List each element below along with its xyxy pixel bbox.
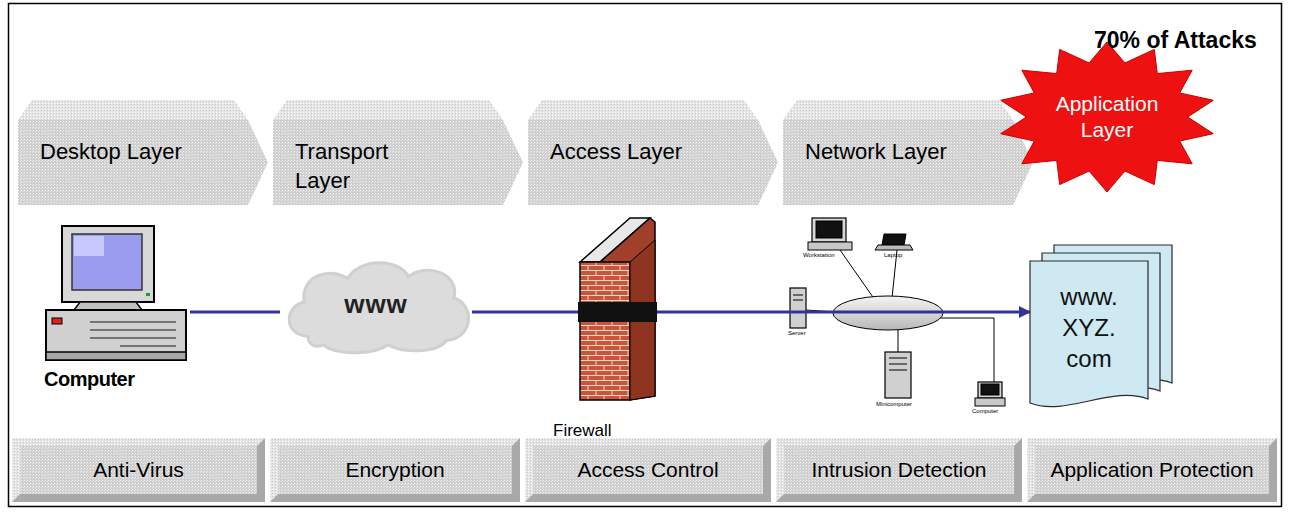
protection-box: Intrusion Detection bbox=[776, 438, 1022, 502]
internet-cloud: www bbox=[280, 255, 472, 353]
note-text: 70% of Attacks bbox=[1094, 27, 1257, 54]
computer-node: Computer bbox=[40, 225, 190, 395]
node-text: Access Layer bbox=[550, 138, 682, 167]
web-document: www. XYZ. com bbox=[1030, 245, 1180, 415]
node-text: Computer bbox=[44, 368, 134, 391]
node-text: Transport Layer bbox=[295, 138, 445, 195]
device-label: Minicomputer bbox=[876, 401, 912, 407]
firewall-wall bbox=[578, 218, 657, 400]
node-text: Access Control bbox=[577, 458, 718, 482]
node-text: Application Protection bbox=[1050, 458, 1253, 482]
flow-arrow bbox=[190, 311, 280, 314]
firewall-node: Firewall bbox=[578, 215, 657, 443]
protection-box: Access Control bbox=[525, 438, 771, 502]
device-label: Laptop bbox=[884, 252, 902, 258]
node-text: www bbox=[344, 289, 408, 320]
node-text: Encryption bbox=[345, 458, 444, 482]
device-label: Server bbox=[788, 330, 806, 336]
layer-tab: Transport Layer bbox=[273, 100, 523, 205]
node-text: Anti-Virus bbox=[93, 458, 184, 482]
layer-tab: Access Layer bbox=[528, 100, 778, 205]
layer-tab: Desktop Layer bbox=[18, 100, 268, 205]
protection-box: Anti-Virus bbox=[12, 438, 265, 502]
attack-starburst: Application Layer bbox=[998, 42, 1216, 192]
star-outline bbox=[998, 42, 1216, 192]
layer-tab: Network Layer bbox=[783, 100, 1033, 205]
device-label: Workstation bbox=[803, 252, 835, 258]
protection-box: Application Protection bbox=[1027, 438, 1277, 502]
flow-arrow bbox=[472, 311, 578, 314]
device-label: Computer bbox=[972, 408, 998, 414]
node-text: Application Layer bbox=[1042, 91, 1172, 144]
node-text: Network Layer bbox=[805, 138, 947, 167]
node-text: Intrusion Detection bbox=[811, 458, 986, 482]
flow-arrow bbox=[657, 311, 1030, 314]
computer-icon bbox=[46, 226, 186, 360]
node-text: Desktop Layer bbox=[40, 138, 182, 167]
node-text: www. XYZ. com bbox=[1049, 281, 1129, 375]
protection-box: Encryption bbox=[270, 438, 520, 502]
